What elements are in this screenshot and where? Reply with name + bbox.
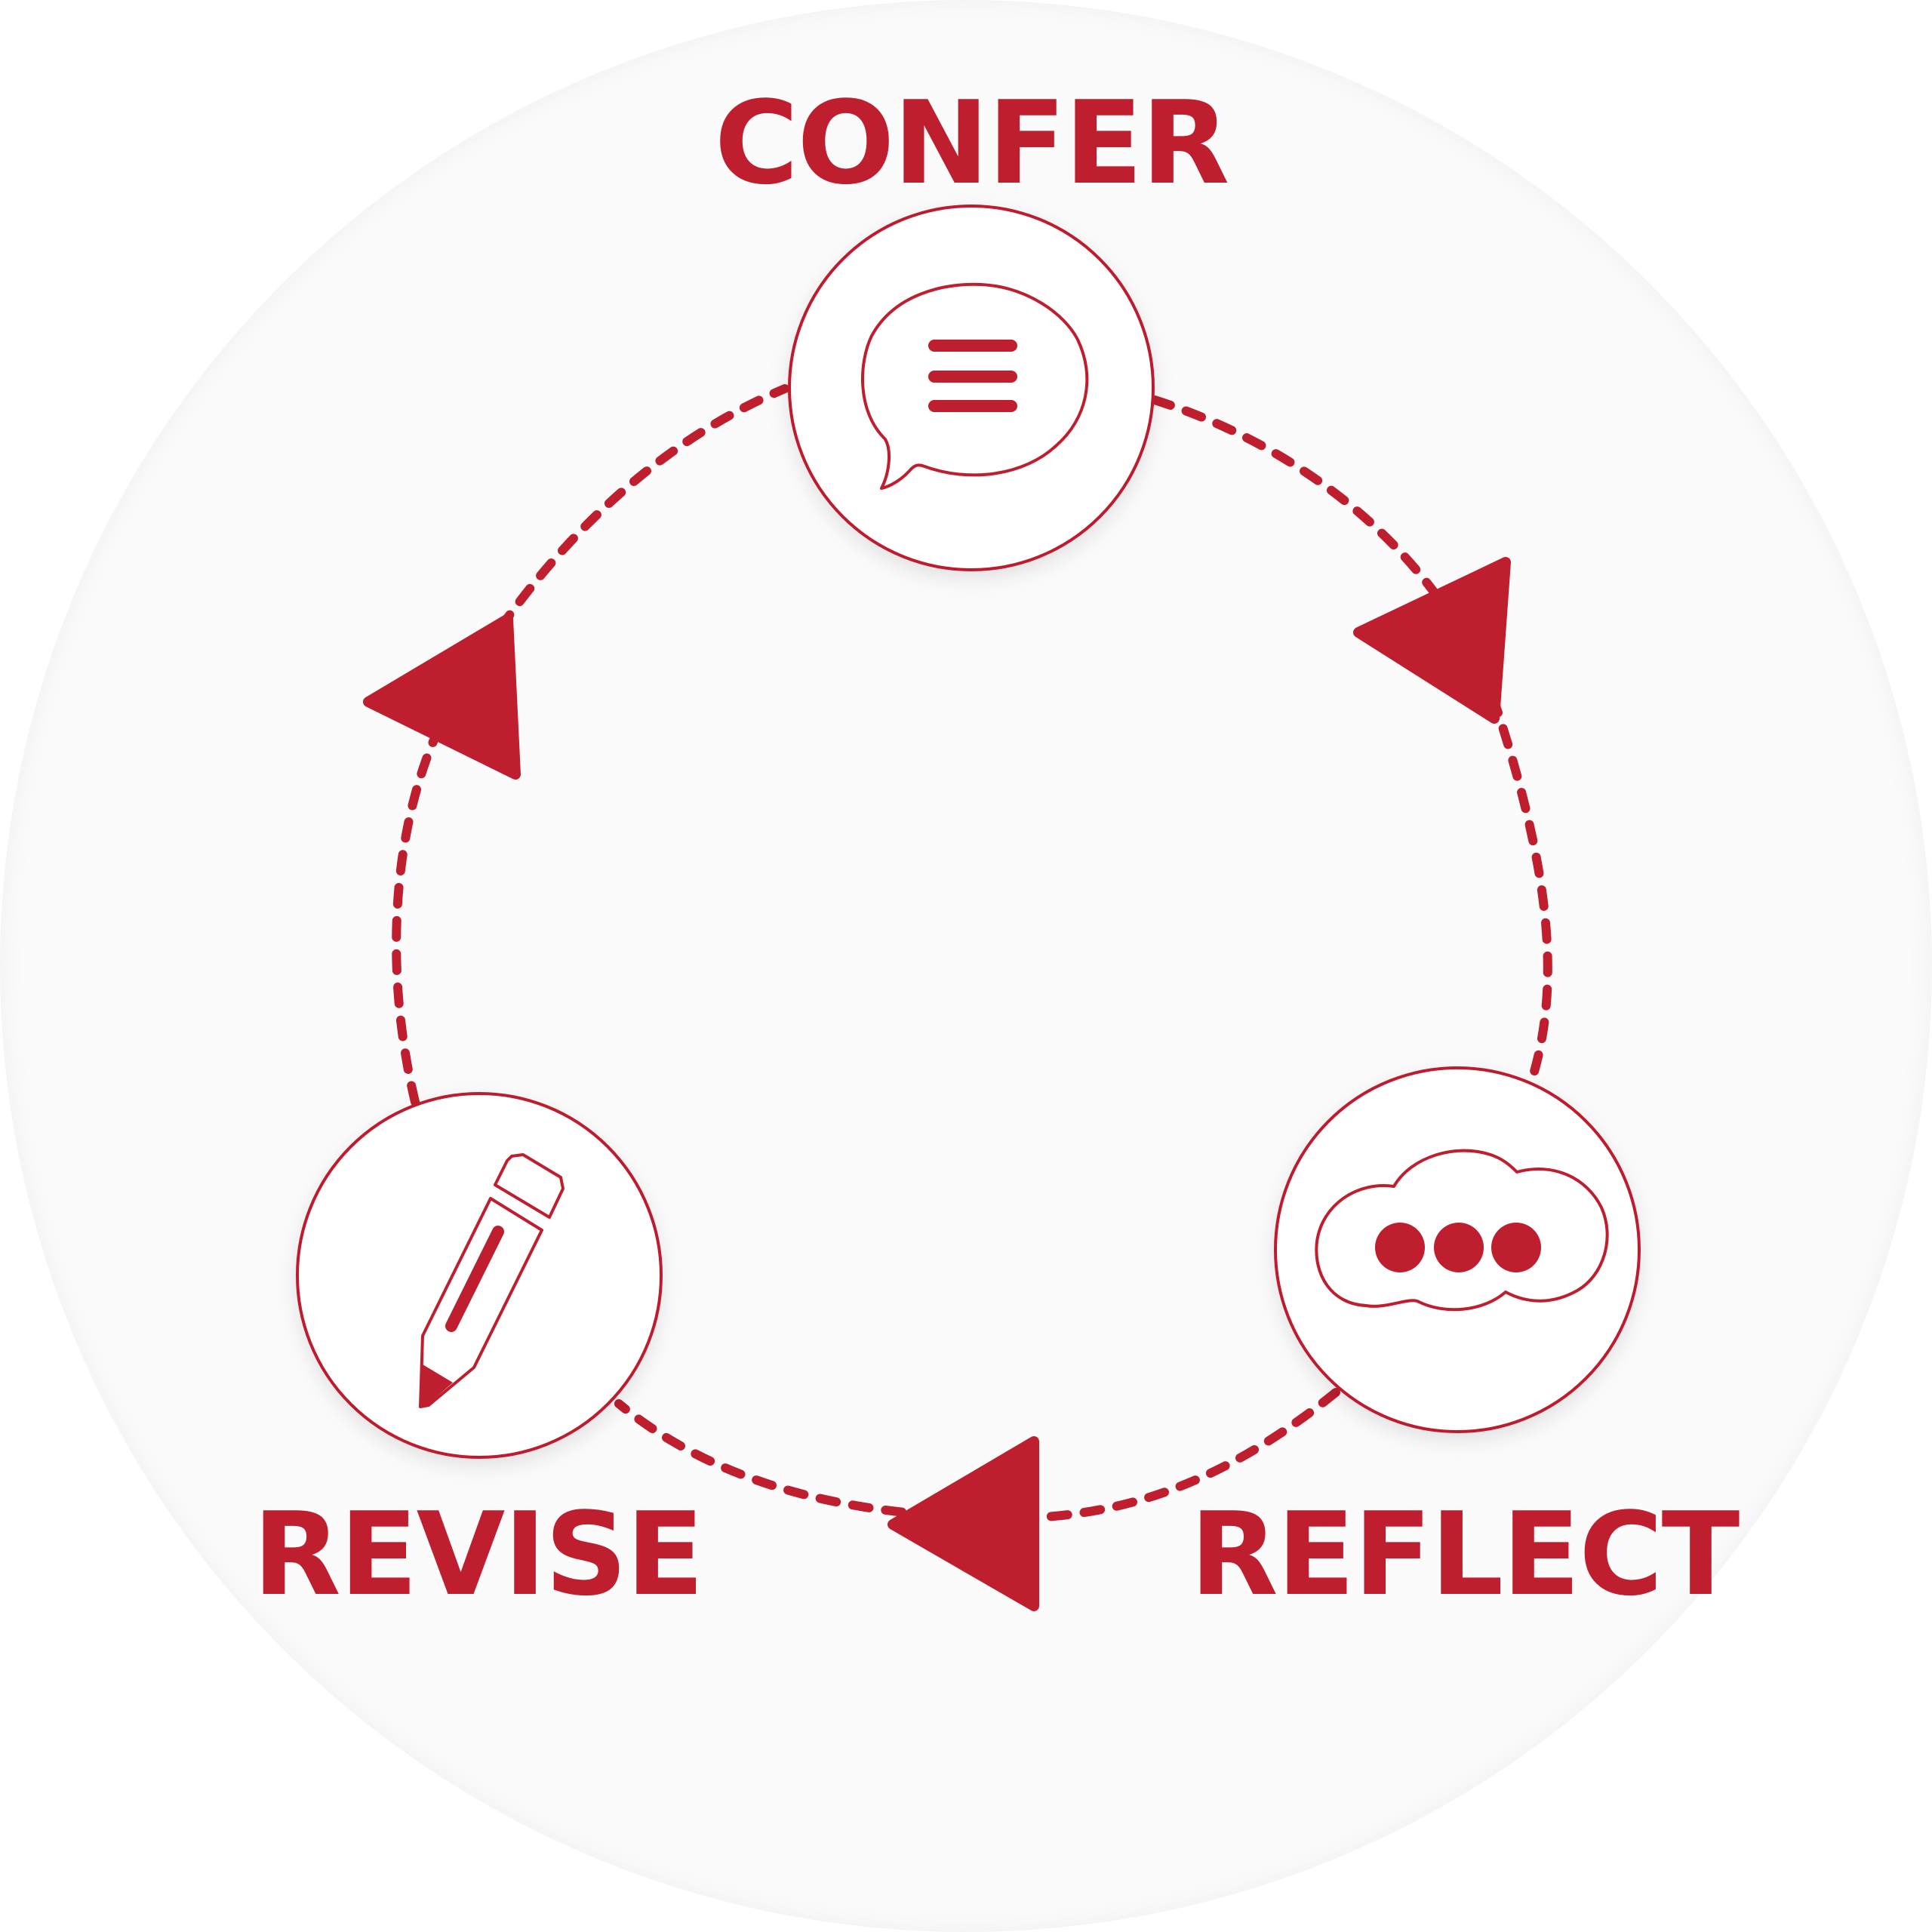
node-reflect [1274,1066,1641,1433]
node-label-reflect: REFLECT [1190,1487,1740,1621]
node-revise [296,1092,663,1459]
arrowheads [363,557,1511,1611]
arrowhead-to-revise [888,1436,1039,1611]
node-label-confer: CONFER [715,76,1229,210]
pencil-icon [419,1153,565,1408]
arrowhead-to-reflect [1353,557,1511,724]
thought-cloud-icon [1315,1149,1609,1312]
arc-confer-to-reflect [1150,395,1552,1084]
node-confer [788,205,1155,571]
node-label-revise: REVISE [253,1487,703,1621]
arrowhead-to-confer [363,614,521,780]
node-confer-circle [788,205,1155,571]
speech-bubble-icon [861,282,1089,490]
